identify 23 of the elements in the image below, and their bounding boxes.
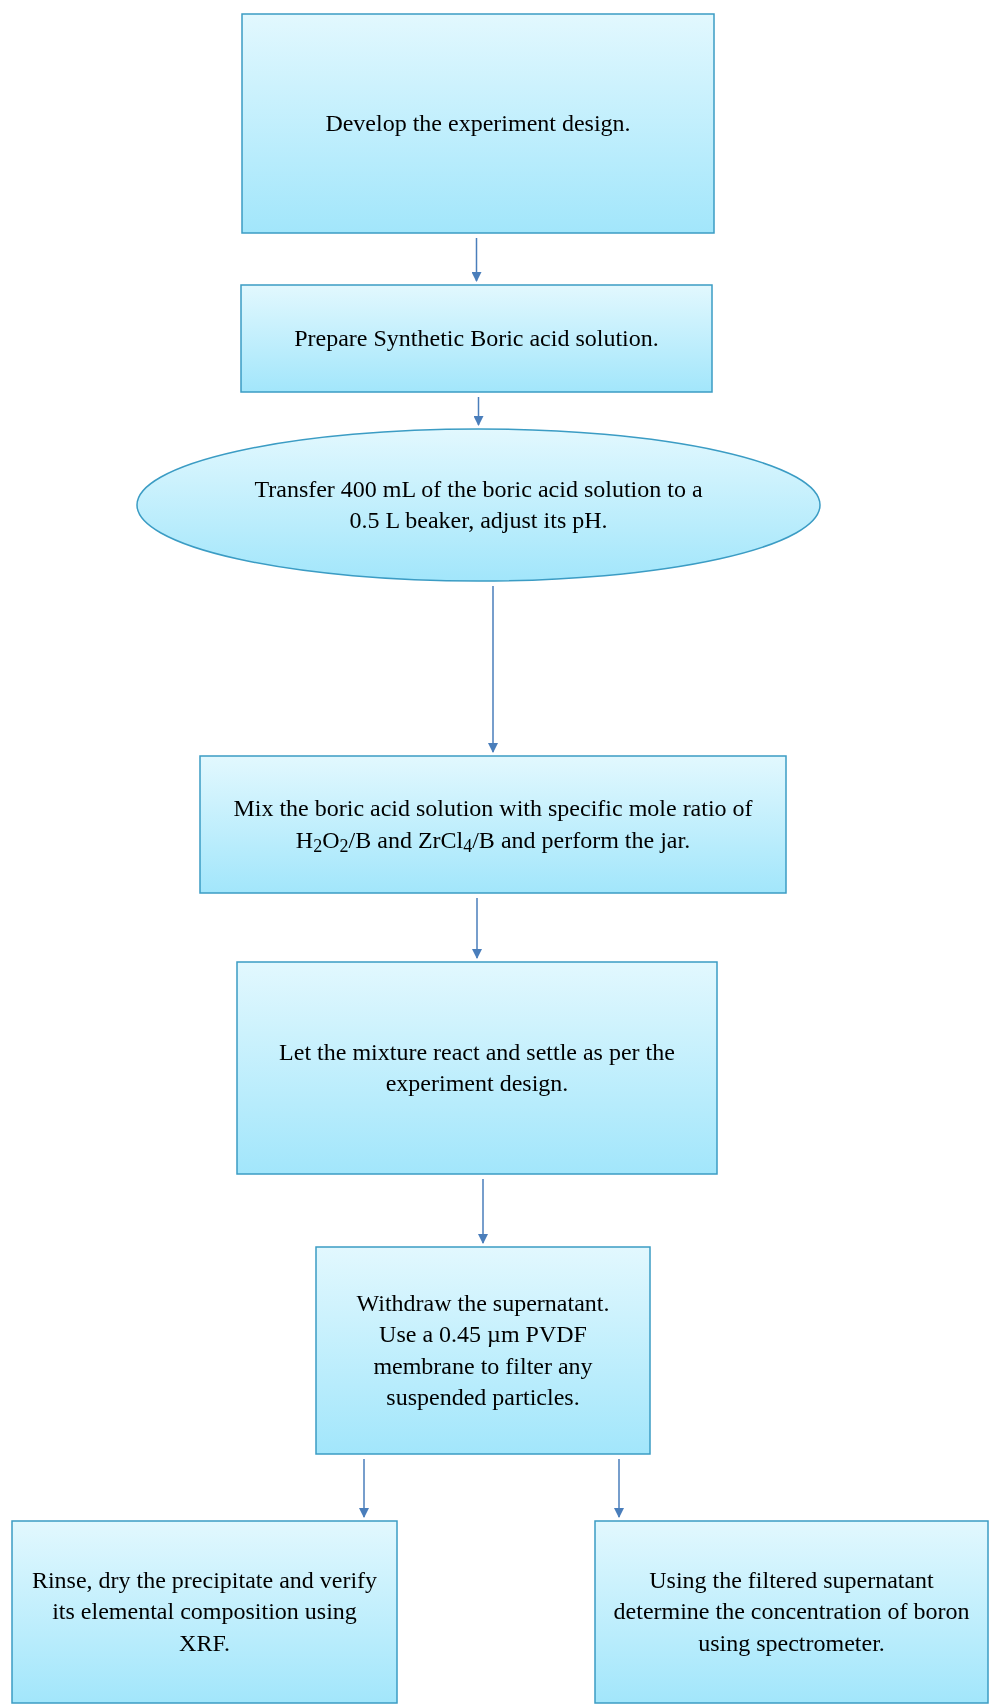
process-box (241, 13, 715, 234)
step-text: Transfer 400 mL of the boric acid solution to a 0.5 L beaker, adjust its pH. (253, 474, 704, 535)
arrow (472, 897, 482, 959)
step-text: Let the mixture react and settle as per the experiment design. (278, 1037, 676, 1098)
process-box (594, 1520, 989, 1704)
process-box (199, 755, 787, 894)
step-text: Withdraw the supernatant. Use a 0.45 µm PVDF membrane to filter any suspended particles. (355, 1289, 611, 1412)
process-box (240, 284, 713, 393)
arrow (478, 1178, 488, 1244)
step-text: Mix the boric acid solution with specific mole ratio of H$_{2}$O$_{2}$/B and ZrCl$_{4}$/B and perform the jar. (232, 794, 754, 856)
step-text: Using the filtered supernatant determine the concentration of boron using spectrometer. (612, 1566, 971, 1658)
process-box (315, 1246, 651, 1455)
arrow (614, 1458, 624, 1518)
arrow (488, 585, 498, 753)
step-text: Prepare Synthetic Boric acid solution. (294, 323, 659, 353)
step-text: Rinse, dry the precipitate and verify its elemental composition using XRF. (31, 1566, 378, 1658)
process-box (236, 961, 718, 1175)
arrow (473, 396, 484, 426)
arrow (359, 1458, 369, 1518)
step-text: Develop the experiment design. (325, 108, 631, 138)
process-box (11, 1520, 398, 1704)
arrow (471, 237, 482, 282)
process-ellipse (136, 428, 821, 582)
